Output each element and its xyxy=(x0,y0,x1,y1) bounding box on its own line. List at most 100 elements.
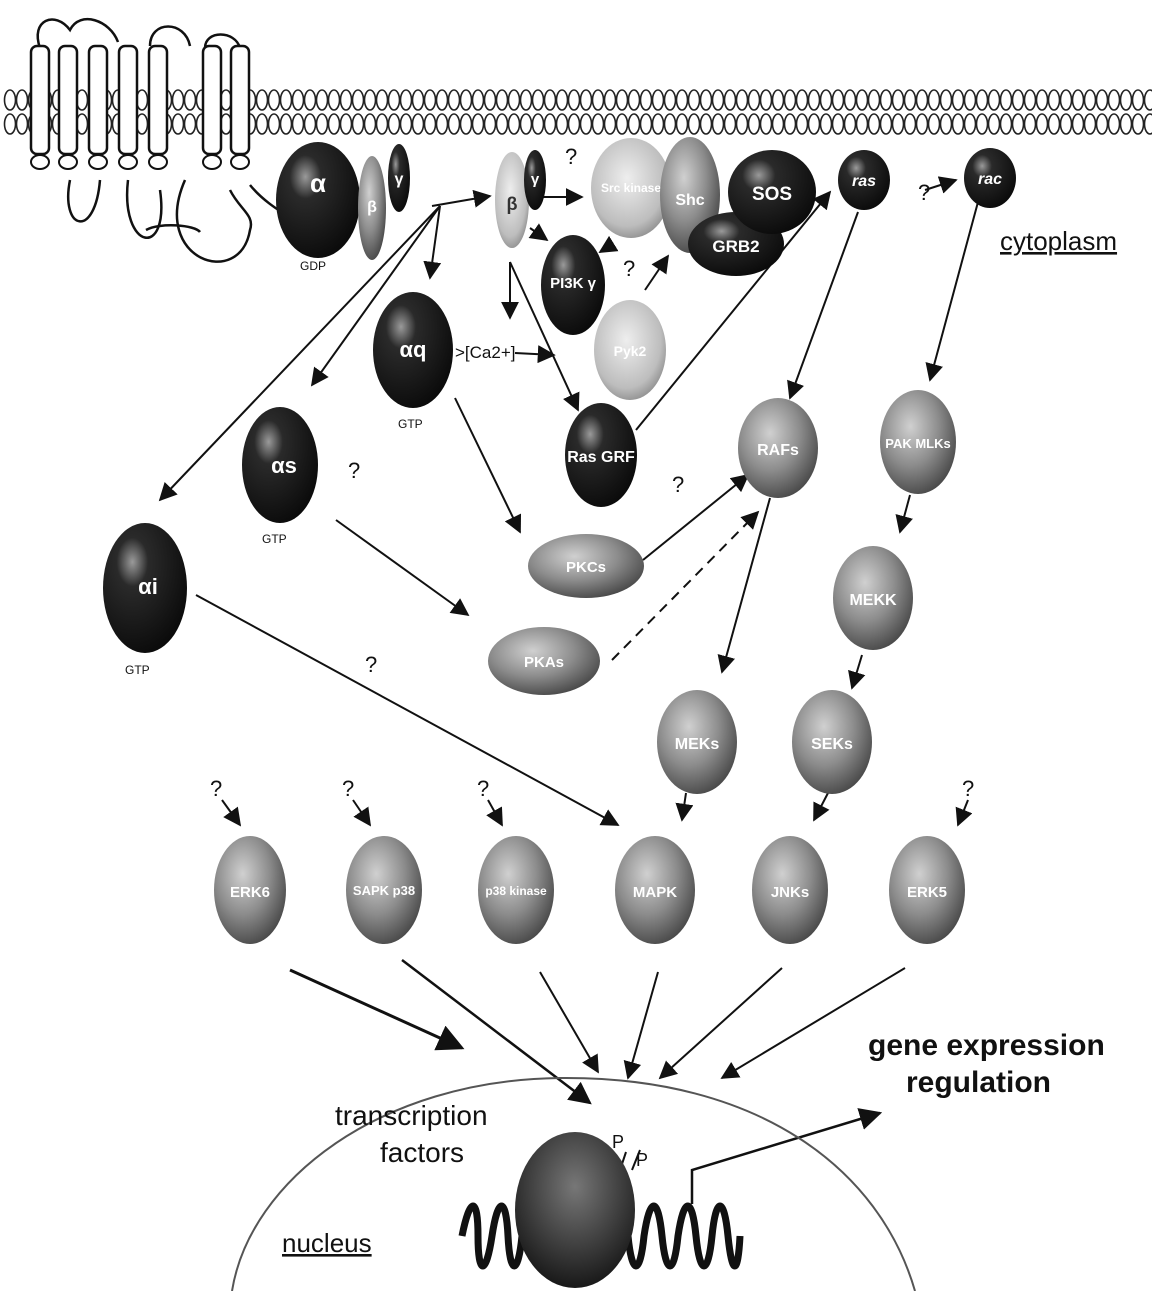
lipid-head xyxy=(665,114,676,134)
lipid-head xyxy=(437,114,448,134)
lipid-head xyxy=(5,114,16,134)
cytoplasm-label: cytoplasm xyxy=(1000,226,1117,256)
lipid-head xyxy=(341,114,352,134)
question-mark: ? xyxy=(348,458,360,483)
calcium-label: >[Ca2+] xyxy=(455,343,516,362)
lipid-head xyxy=(461,90,472,110)
lipid-head xyxy=(485,114,496,134)
lipid-head xyxy=(581,114,592,134)
lipid-head xyxy=(569,114,580,134)
lipid-head xyxy=(617,90,628,110)
lipid-head xyxy=(185,114,196,134)
p38-label: p38 kinase xyxy=(485,884,547,898)
ras-grf-label: Ras GRF xyxy=(567,449,635,466)
lipid-head xyxy=(845,90,856,110)
lipid-head xyxy=(509,90,520,110)
g-beta-label: β xyxy=(367,199,377,216)
lipid-head xyxy=(1121,90,1132,110)
lipid-head xyxy=(809,114,820,134)
lipid-head xyxy=(617,114,628,134)
pyk2-label: Pyk2 xyxy=(614,343,647,359)
question-mark: ? xyxy=(342,776,354,801)
lipid-head xyxy=(713,90,724,110)
lipid-head xyxy=(1121,114,1132,134)
raf-label: RAFs xyxy=(757,442,799,459)
lipid-head xyxy=(377,114,388,134)
lipid-head xyxy=(1061,114,1072,134)
lipid-head xyxy=(665,90,676,110)
lipid-head xyxy=(425,90,436,110)
lipid-head xyxy=(869,90,880,110)
lipid-head xyxy=(581,90,592,110)
grb2-label: GRB2 xyxy=(712,237,759,256)
sek-label: SEKs xyxy=(811,736,853,753)
g-alpha-label: α xyxy=(310,168,326,198)
lipid-head xyxy=(1085,114,1096,134)
rac-label: rac xyxy=(978,171,1002,188)
lipid-head xyxy=(1133,114,1144,134)
g-alpha-s-gtp-label: GTP xyxy=(262,532,287,546)
lipid-head xyxy=(857,90,868,110)
sapk-label: SAPK p38 xyxy=(353,883,415,898)
question-mark: ? xyxy=(623,256,635,281)
lipid-head xyxy=(929,114,940,134)
receptor-helix xyxy=(59,46,77,154)
lipid-head xyxy=(485,90,496,110)
lipid-head xyxy=(365,90,376,110)
lipid-head xyxy=(737,90,748,110)
lipid-head xyxy=(641,90,652,110)
g-gamma-free-label: γ xyxy=(531,171,540,188)
lipid-head xyxy=(353,90,364,110)
lipid-head xyxy=(569,90,580,110)
lipid-head xyxy=(629,90,640,110)
lipid-head xyxy=(677,114,688,134)
receptor-helix-end xyxy=(203,155,221,169)
src-kinase-label: Src kinase xyxy=(601,181,661,195)
lipid-head xyxy=(257,90,268,110)
lipid-head xyxy=(341,90,352,110)
lipid-head xyxy=(497,90,508,110)
question-mark: ? xyxy=(672,472,684,497)
pak-label: PAK MLKs xyxy=(885,436,950,451)
lipid-head xyxy=(689,90,700,110)
lipid-head xyxy=(641,114,652,134)
question-mark: ? xyxy=(477,776,489,801)
lipid-head xyxy=(533,90,544,110)
lipid-head xyxy=(413,114,424,134)
transcription-factor-complex xyxy=(515,1132,635,1288)
receptor-helix xyxy=(89,46,107,154)
lipid-head xyxy=(401,90,412,110)
lipid-head xyxy=(1109,90,1120,110)
lipid-head xyxy=(293,90,304,110)
lipid-head xyxy=(977,114,988,134)
lipid-head xyxy=(305,114,316,134)
jnk-label: JNKs xyxy=(771,884,809,901)
lipid-head xyxy=(365,114,376,134)
lipid-head xyxy=(269,114,280,134)
lipid-head xyxy=(773,90,784,110)
g-alpha-i-label: αi xyxy=(138,574,158,599)
receptor-helix-end xyxy=(119,155,137,169)
lipid-head xyxy=(833,114,844,134)
lipid-head xyxy=(977,90,988,110)
lipid-head xyxy=(317,90,328,110)
lipid-head xyxy=(185,90,196,110)
lipid-head xyxy=(701,114,712,134)
lipid-head xyxy=(1073,114,1084,134)
erk6-label: ERK6 xyxy=(230,884,270,901)
receptor-helix-end xyxy=(149,155,167,169)
lipid-head xyxy=(713,114,724,134)
lipid-head xyxy=(1145,90,1152,110)
lipid-head xyxy=(437,90,448,110)
lipid-head xyxy=(593,114,604,134)
lipid-head xyxy=(653,114,664,134)
lipid-head xyxy=(941,90,952,110)
lipid-head xyxy=(821,114,832,134)
lipid-head xyxy=(725,114,736,134)
lipid-head xyxy=(689,114,700,134)
lipid-head xyxy=(1001,114,1012,134)
receptor-helix-end xyxy=(231,155,249,169)
lipid-head xyxy=(1109,114,1120,134)
g-alpha-q-label: αq xyxy=(400,337,427,362)
lipid-head xyxy=(881,114,892,134)
